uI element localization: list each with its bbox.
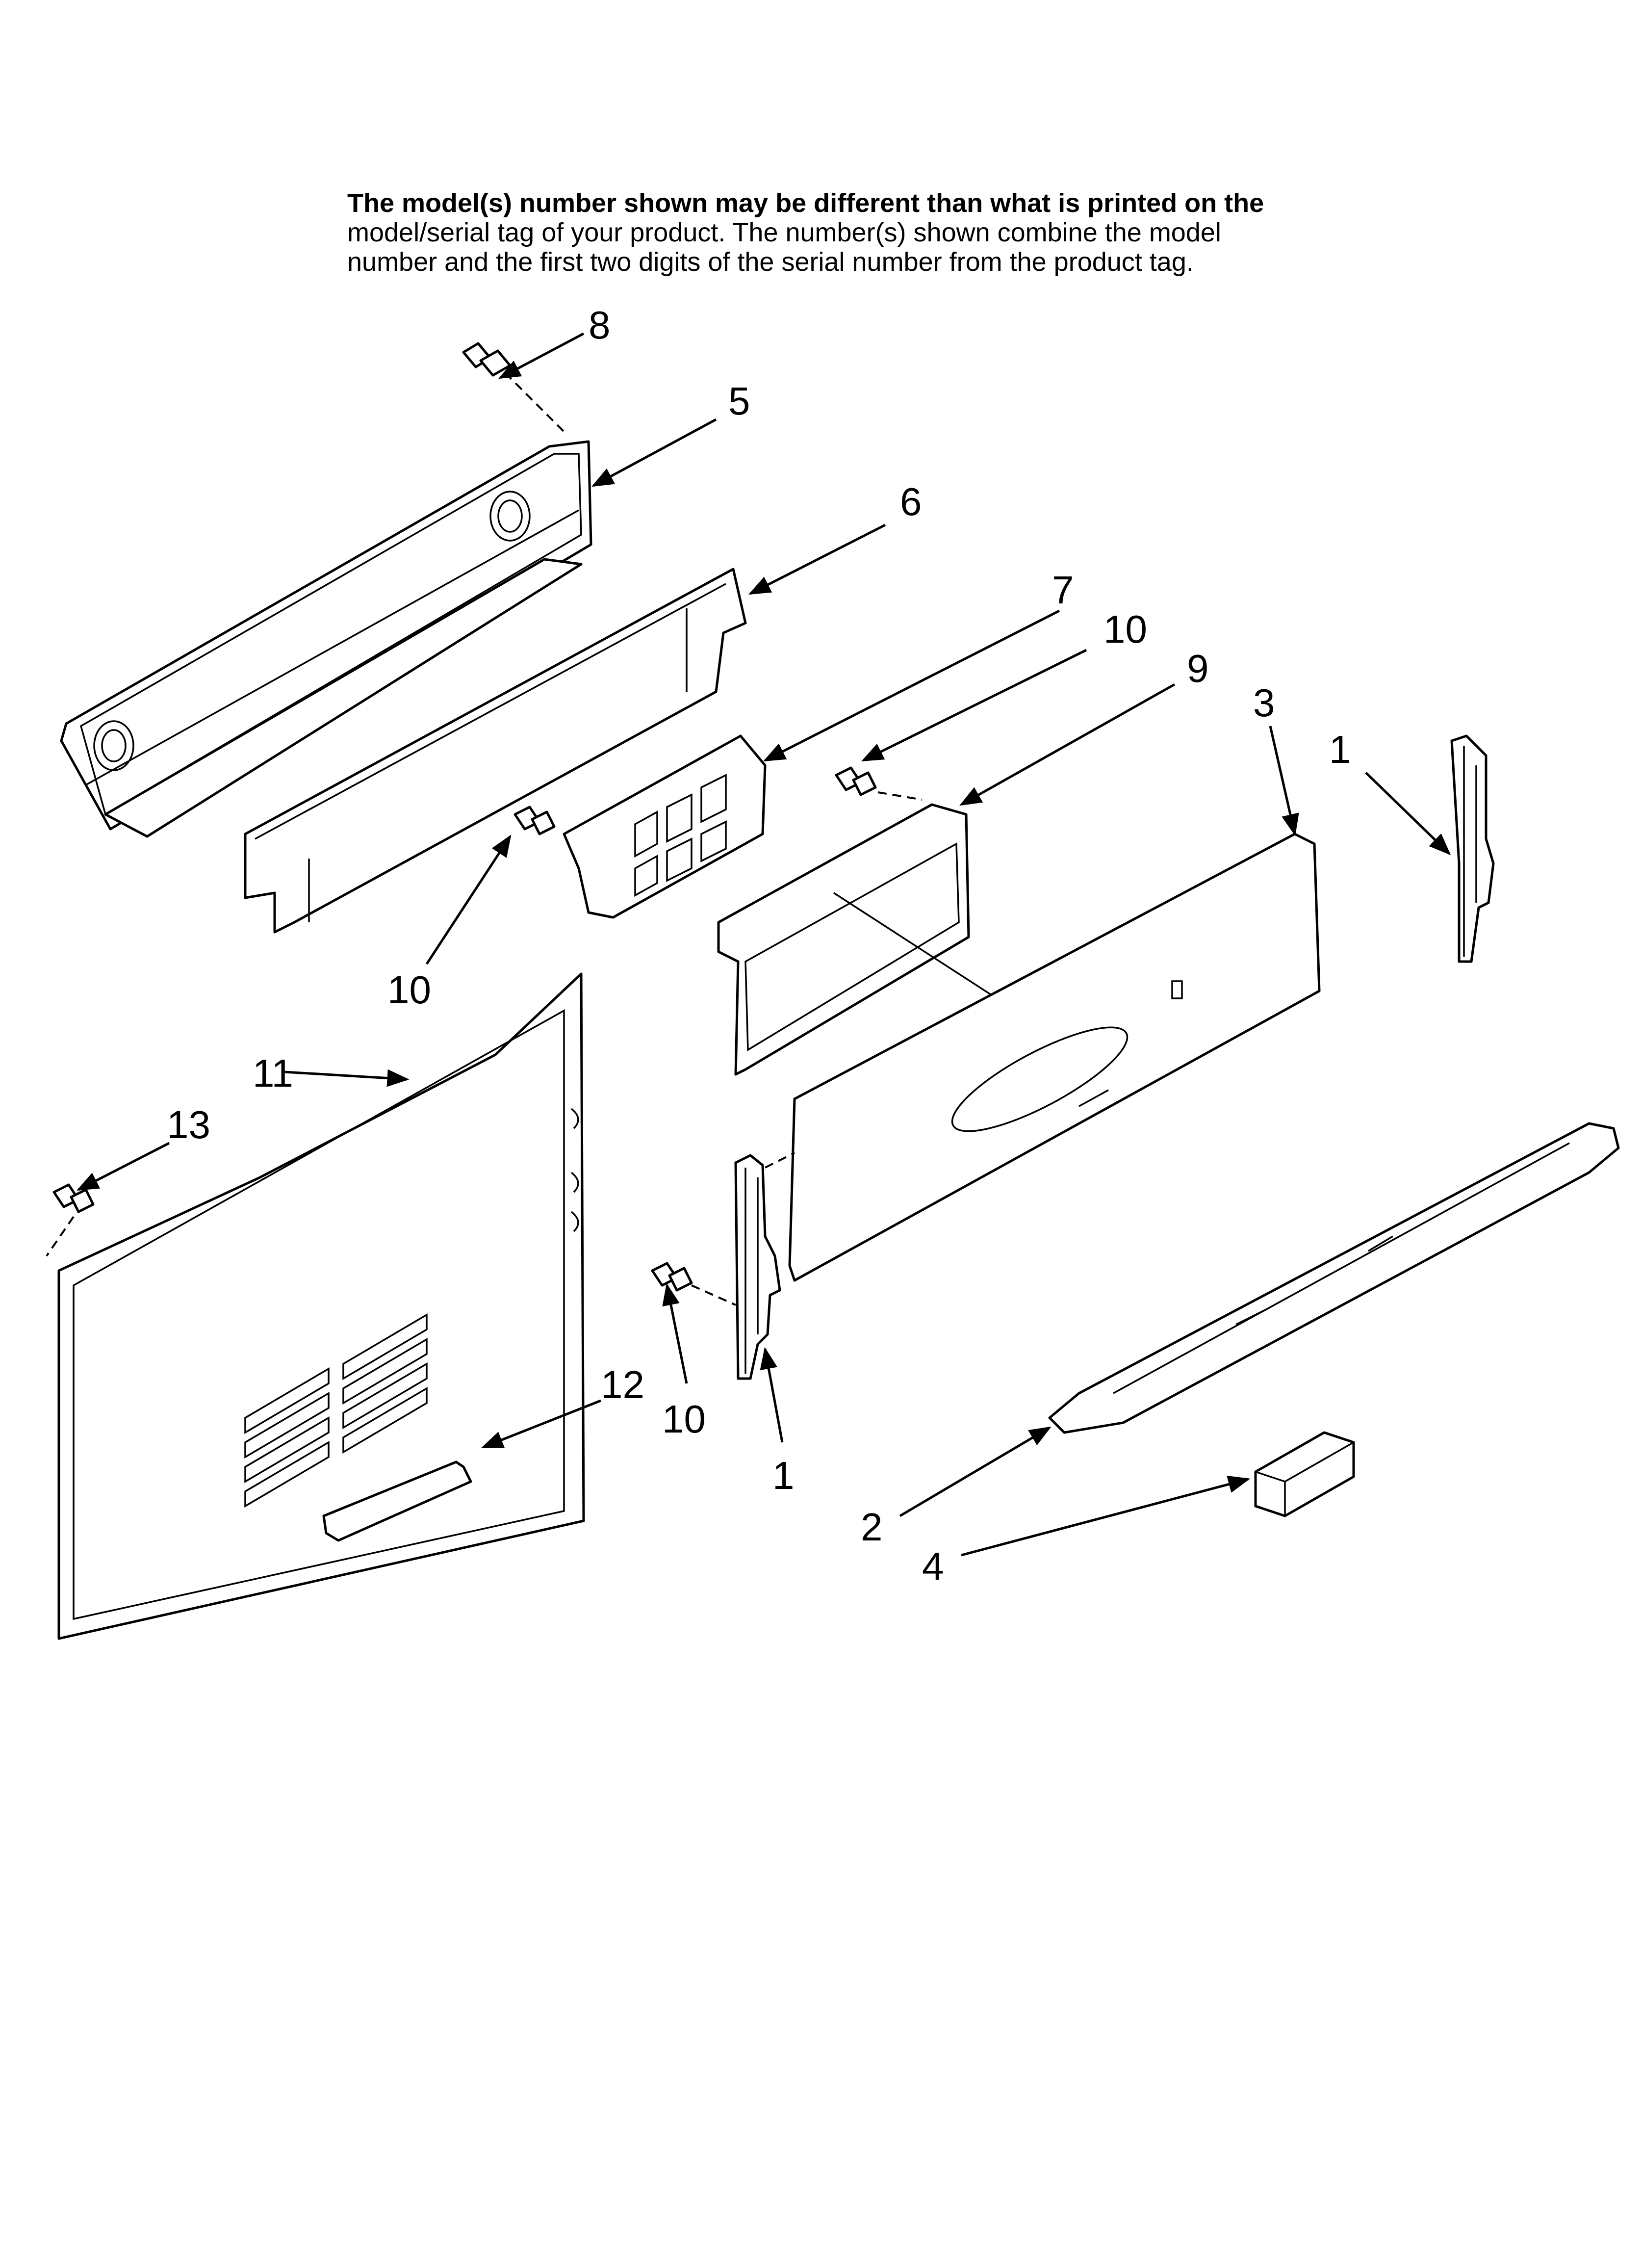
callout-8: 8: [589, 303, 611, 347]
note-line-2: model/serial tag of your product. The nu…: [347, 218, 1221, 247]
vent-slots-left: [244, 1367, 330, 1508]
part-12-vent-strip: [322, 1460, 472, 1542]
part-8-screw: [462, 342, 565, 433]
callout-labels: 8 5 6 7 10 9 3 1 10 11 13 12 10 1 2 4: [167, 303, 1351, 1588]
callout-6: 6: [900, 480, 922, 523]
vent-slots-right: [342, 1313, 428, 1454]
part-1-side-bracket-right: [1450, 734, 1495, 963]
callout-1-center: 1: [772, 1454, 795, 1497]
callout-11: 11: [253, 1051, 293, 1095]
callout-10-upper: 10: [1103, 607, 1147, 651]
callout-7: 7: [1052, 568, 1074, 612]
model-number-note: The model(s) number shown may be differe…: [347, 188, 1475, 277]
part-9-display-bezel: [717, 803, 1001, 1076]
callout-1-right: 1: [1329, 728, 1351, 771]
callout-3: 3: [1253, 681, 1275, 725]
part-10-screw-upper-right: [835, 766, 923, 801]
part-1-side-bracket-left: [734, 1152, 795, 1380]
part-13-screw: [46, 1183, 95, 1257]
callout-13: 13: [167, 1103, 210, 1147]
callout-4: 4: [922, 1544, 944, 1588]
part-6-inner-panel: [244, 568, 747, 934]
part-10-screw-upper-left: [513, 806, 556, 835]
part-7-control-board: [563, 734, 767, 919]
part-4-switch-block: [1254, 1431, 1355, 1517]
note-line-3: number and the first two digits of the s…: [347, 247, 1194, 277]
callout-9: 9: [1187, 647, 1209, 690]
part-5-rear-bracket: [60, 440, 592, 838]
callout-10-lower: 10: [662, 1397, 706, 1441]
part-10-screw-lower: [651, 1262, 736, 1306]
callout-12: 12: [601, 1363, 644, 1407]
part-2-trim-handle: [1048, 1122, 1620, 1434]
callout-10-left: 10: [387, 968, 431, 1012]
leader-lines: [76, 332, 1451, 1557]
note-line-1: The model(s) number shown may be differe…: [347, 188, 1264, 218]
callout-2: 2: [861, 1505, 883, 1549]
callout-5: 5: [728, 379, 750, 423]
